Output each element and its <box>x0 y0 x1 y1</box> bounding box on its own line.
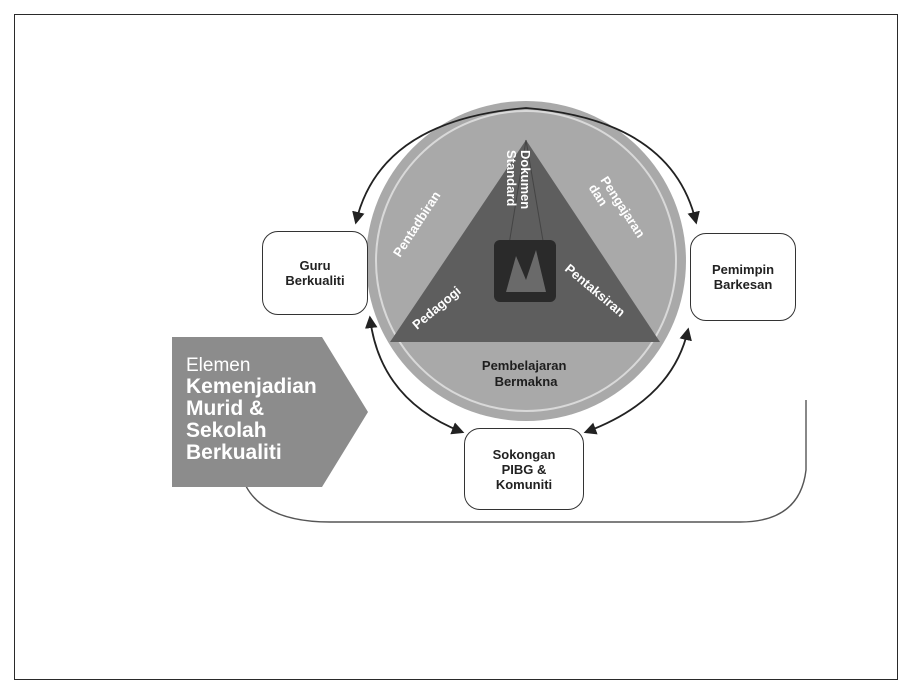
arrow-right <box>583 327 692 435</box>
diagram-frame <box>14 14 898 680</box>
box-guru-line-2: Berkualiti <box>285 273 345 288</box>
elemen-prefix: Elemen <box>186 355 251 376</box>
box-sokongan-line-1: Sokongan <box>492 446 556 462</box>
box-sokongan-line-2: PIBG & <box>501 461 547 477</box>
arrow-left <box>364 315 465 435</box>
inner-circle-ring <box>375 110 677 412</box>
elemen-label: Elemen Kemenjadian Murid & Sekolah Berku… <box>186 356 366 464</box>
elemen-line: Sekolah <box>186 419 267 442</box>
center-emblem-icon <box>506 250 546 292</box>
box-guru-line-1: Guru <box>299 258 331 273</box>
box-pemimpin-line-1: Pemimpin <box>711 262 775 277</box>
arrow-top <box>352 107 700 225</box>
box-pemimpin-line-2: Barkesan <box>713 277 773 292</box>
elemen-line: Berkualiti <box>186 441 282 464</box>
triangle-bottom-label: Pembelajaran Bermakna <box>482 358 570 389</box>
elemen-line: Murid & <box>186 397 265 420</box>
box-pemimpin-barkesan: Pemimpin Barkesan <box>690 233 796 321</box>
box-sokongan-pibg: Sokongan PIBG & Komuniti <box>464 428 584 510</box>
outer-bracket-line <box>239 400 807 523</box>
box-sokongan-line-3: Komuniti <box>495 476 553 492</box>
box-guru-berkualiti: Guru Berkualiti <box>262 231 368 315</box>
elemen-pentagon <box>172 337 368 487</box>
elemen-line: Kemenjadian <box>186 375 317 398</box>
center-emblem <box>494 240 556 302</box>
triangle-top-label: Dokumen Standard <box>504 150 533 213</box>
